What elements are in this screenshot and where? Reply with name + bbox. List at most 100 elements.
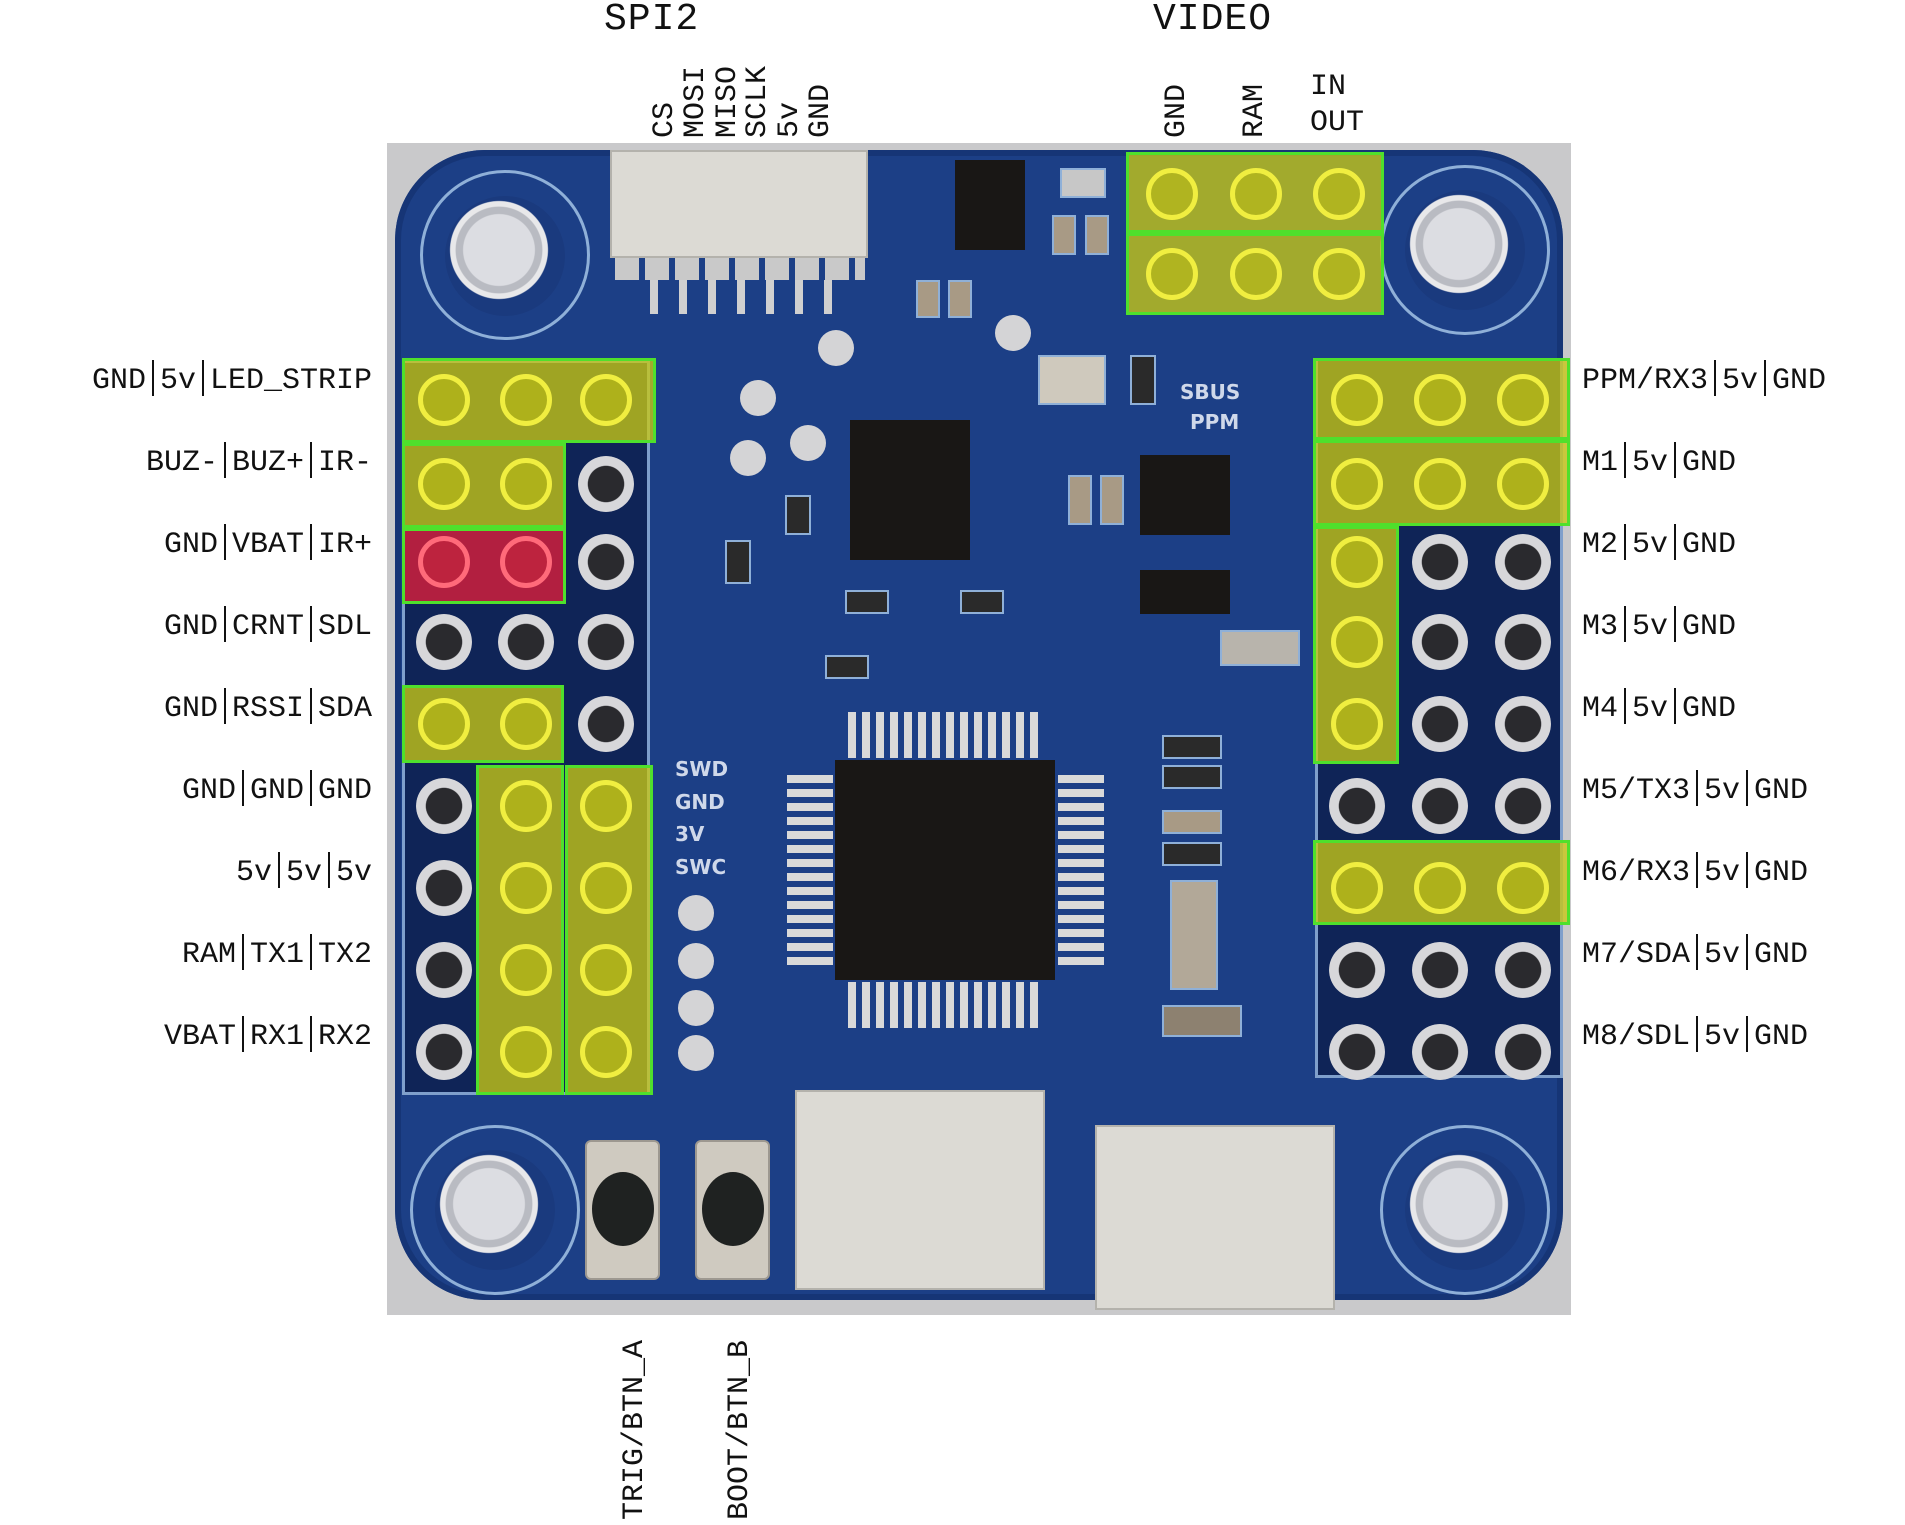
- silk-swc: SWC: [675, 855, 727, 879]
- regulator-chip-3: [1140, 570, 1230, 614]
- through-hole-pad: [500, 944, 552, 996]
- boot-button[interactable]: [702, 1172, 764, 1246]
- smd-component: [948, 280, 972, 318]
- trig-button[interactable]: [592, 1172, 654, 1246]
- test-pad: [730, 440, 766, 476]
- pin-separator: [1674, 524, 1677, 560]
- led-component: [1162, 1005, 1242, 1037]
- trig-button-label: TRIG/BTN_A: [618, 1339, 652, 1520]
- smd-component: [1085, 215, 1109, 255]
- pin-name: GND: [1682, 692, 1737, 726]
- usb-connector: [1095, 1125, 1335, 1310]
- mcu-pins-top: [848, 712, 1044, 758]
- pin-name: GND: [1682, 446, 1737, 480]
- pin-separator: [309, 1016, 312, 1052]
- video-pad: [1230, 248, 1282, 300]
- spi2-title: SPI2: [604, 0, 700, 41]
- smd-component: [1162, 842, 1222, 866]
- silk-sbus: SBUS: [1180, 380, 1241, 404]
- through-hole-pad: [580, 374, 632, 426]
- pin-name: VBAT: [163, 1020, 236, 1054]
- through-hole-pad: [1497, 862, 1549, 914]
- regulator-chip-2: [1140, 455, 1230, 535]
- through-hole-pad: [1414, 458, 1466, 510]
- pin-name: 5v: [159, 364, 196, 398]
- pin-name: 5v: [1632, 610, 1669, 644]
- video-pad: [1313, 248, 1365, 300]
- through-hole-pad: [500, 698, 552, 750]
- mount-hole-ring: [1380, 1125, 1550, 1295]
- pin-name: 5v: [335, 856, 372, 890]
- through-hole-pad: [1329, 778, 1385, 834]
- video-title: VIDEO: [1153, 0, 1273, 41]
- pin-name: 5v: [1704, 938, 1741, 972]
- smd-component: [1130, 355, 1156, 405]
- smd-component: [1162, 810, 1222, 834]
- test-pad: [818, 330, 854, 366]
- through-hole-pad: [1412, 696, 1468, 752]
- pin-name: GND: [163, 528, 218, 562]
- through-hole-pad: [1495, 534, 1551, 590]
- pin-separator: [241, 934, 244, 970]
- video-pin-label: RAM: [1238, 83, 1272, 138]
- through-hole-pad: [416, 942, 472, 998]
- pin-name: 5v: [1704, 1020, 1741, 1054]
- smd-component: [1100, 475, 1124, 525]
- pin-name: 5v: [235, 856, 272, 890]
- through-hole-pad: [1331, 536, 1383, 588]
- pin-separator: [241, 770, 244, 806]
- spi2-connector-pins: [615, 258, 865, 280]
- through-hole-pad: [578, 614, 634, 670]
- through-hole-pad: [1331, 374, 1383, 426]
- pin-separator: [309, 688, 312, 724]
- through-hole-pad: [500, 458, 552, 510]
- led-component: [1220, 630, 1300, 666]
- swd-pad: [678, 943, 714, 979]
- video-pad: [1146, 168, 1198, 220]
- pin-separator: [309, 934, 312, 970]
- pin-separator: [1746, 770, 1749, 806]
- silk-swd: SWD: [675, 757, 729, 781]
- pin-name: GND: [1754, 774, 1809, 808]
- pin-name: TX2: [317, 938, 372, 972]
- pin-name: M8/SDL: [1582, 1020, 1691, 1054]
- pin-name: BUZ+: [231, 446, 304, 480]
- test-pad: [995, 315, 1031, 351]
- through-hole-pad: [418, 458, 470, 510]
- pin-name: CRNT: [231, 610, 304, 644]
- through-hole-pad: [1414, 862, 1466, 914]
- pin-separator: [241, 1016, 244, 1052]
- through-hole-pad: [498, 614, 554, 670]
- mount-hole-bottom-left: [435, 1150, 555, 1270]
- pin-name: IR+: [317, 528, 372, 562]
- through-hole-pad: [418, 374, 470, 426]
- through-hole-pad: [500, 374, 552, 426]
- through-hole-pad: [580, 862, 632, 914]
- through-hole-pad: [418, 536, 470, 588]
- pin-separator: [1746, 852, 1749, 888]
- pin-name: 5v: [1704, 856, 1741, 890]
- spi2-pin-label: MOSI: [679, 65, 713, 138]
- barometer: [1038, 355, 1106, 405]
- regulator-chip: [955, 160, 1025, 250]
- pin-name: SDL: [317, 610, 372, 644]
- smd-component: [960, 590, 1004, 614]
- pin-separator: [309, 606, 312, 642]
- pin-separator: [223, 442, 226, 478]
- smd-component: [1060, 168, 1106, 198]
- pin-name: BUZ-: [145, 446, 218, 480]
- mount-hole-ring: [410, 1125, 580, 1295]
- through-hole-pad: [1412, 614, 1468, 670]
- pin-name: 5v: [1722, 364, 1759, 398]
- pin-separator: [1696, 770, 1699, 806]
- pin-separator: [1674, 688, 1677, 724]
